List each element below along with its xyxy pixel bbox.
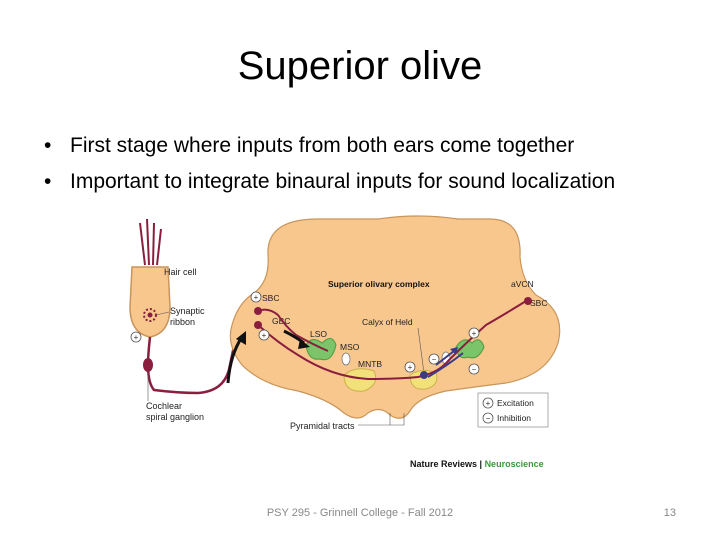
synaptic-ribbon-label-1: Synaptic (170, 306, 205, 316)
calyx-arrow (435, 350, 455, 366)
sbc-right-label: SBC (530, 298, 547, 308)
svg-text:+: + (134, 333, 139, 342)
mso-label: MSO (340, 342, 360, 352)
ipsilateral-fiber (257, 308, 329, 352)
bullet-list: • First stage where inputs from both ears… (44, 128, 694, 200)
bullet-item: • Important to integrate binaural inputs … (44, 164, 694, 200)
calyx-label: Calyx of Held (362, 317, 413, 327)
mntb-label: MNTB (358, 359, 382, 369)
soc-label: Superior olivary complex (328, 279, 430, 289)
spiral-ganglion-cell (143, 358, 153, 372)
pyramidal-label: Pyramidal tracts (290, 421, 355, 431)
excitation-icon: + (258, 329, 270, 341)
legend-inhibition-label: Inhibition (497, 413, 531, 423)
avcn-label: aVCN (511, 279, 534, 289)
excitation-icon: + (130, 331, 142, 343)
calyx-terminal (420, 371, 428, 379)
page-number: 13 (663, 507, 676, 519)
excitation-icon: + (468, 327, 480, 339)
mso-nucleus (341, 352, 351, 366)
crossing-fiber (257, 300, 527, 381)
superior-olive-diagram: Hair cell Synaptic ribbon + Cochlear spi… (118, 215, 578, 473)
pyramidal-leader-2 (390, 413, 405, 426)
svg-text:+: + (408, 363, 413, 372)
svg-text:+: + (254, 293, 259, 302)
svg-text:+: + (472, 329, 477, 338)
ribbon-core (147, 312, 153, 318)
arrowhead (236, 331, 246, 345)
inhibition-icon: − (428, 353, 440, 365)
slide-title: Superior olive (237, 44, 483, 88)
bullet-text: Important to integrate binaural inputs f… (70, 170, 616, 193)
bullet-dot: • (44, 170, 52, 193)
mntb-nucleus (343, 368, 377, 392)
bullet-dot: • (44, 134, 52, 157)
legend-inhibition-icon (482, 412, 494, 424)
sbc-left-label: SBC (262, 293, 279, 303)
slide-footer: PSY 295 - Grinnell College - Fall 2012 (266, 507, 454, 519)
diagram-svg: Hair cell Synaptic ribbon + Cochlear spi… (129, 215, 561, 469)
ribbon-leader (155, 311, 170, 316)
contralateral-inhibitory-fiber (427, 352, 464, 378)
svg-text:+: + (486, 399, 491, 408)
figure-credit: Nature Reviews | Neuroscience (410, 459, 544, 469)
excitation-icon: + (250, 291, 262, 303)
gbc-cell-left (254, 321, 262, 329)
svg-text:−: − (472, 365, 477, 374)
synaptic-ribbon-label-2: ribbon (170, 317, 195, 327)
hair-cell-body (129, 266, 171, 338)
legend-excitation-icon (482, 397, 494, 409)
stereocilia (139, 218, 162, 266)
excitation-icon: + (404, 361, 416, 373)
arrowhead (298, 339, 310, 349)
legend: + Excitation − Inhibition (477, 392, 549, 428)
cochlear-label-2: spiral ganglion (146, 412, 204, 422)
svg-text:−: − (432, 355, 437, 364)
hair-cell-label: Hair cell (164, 267, 197, 277)
calyx-leader (417, 327, 425, 374)
bullet-text: First stage where inputs from both ears … (70, 134, 575, 157)
legend-excitation-label: Excitation (497, 398, 534, 408)
sbc-cell-left (254, 307, 262, 315)
svg-text:+: + (262, 331, 267, 340)
inhibition-icon: − (468, 363, 480, 375)
cochlear-label-1: Cochlear (146, 401, 182, 411)
bullet-item: • First stage where inputs from both ears… (44, 128, 694, 164)
arrowhead (450, 347, 458, 355)
svg-text:−: − (486, 414, 491, 423)
lso-label: LSO (310, 329, 327, 339)
sbc-cell-right (524, 297, 532, 305)
